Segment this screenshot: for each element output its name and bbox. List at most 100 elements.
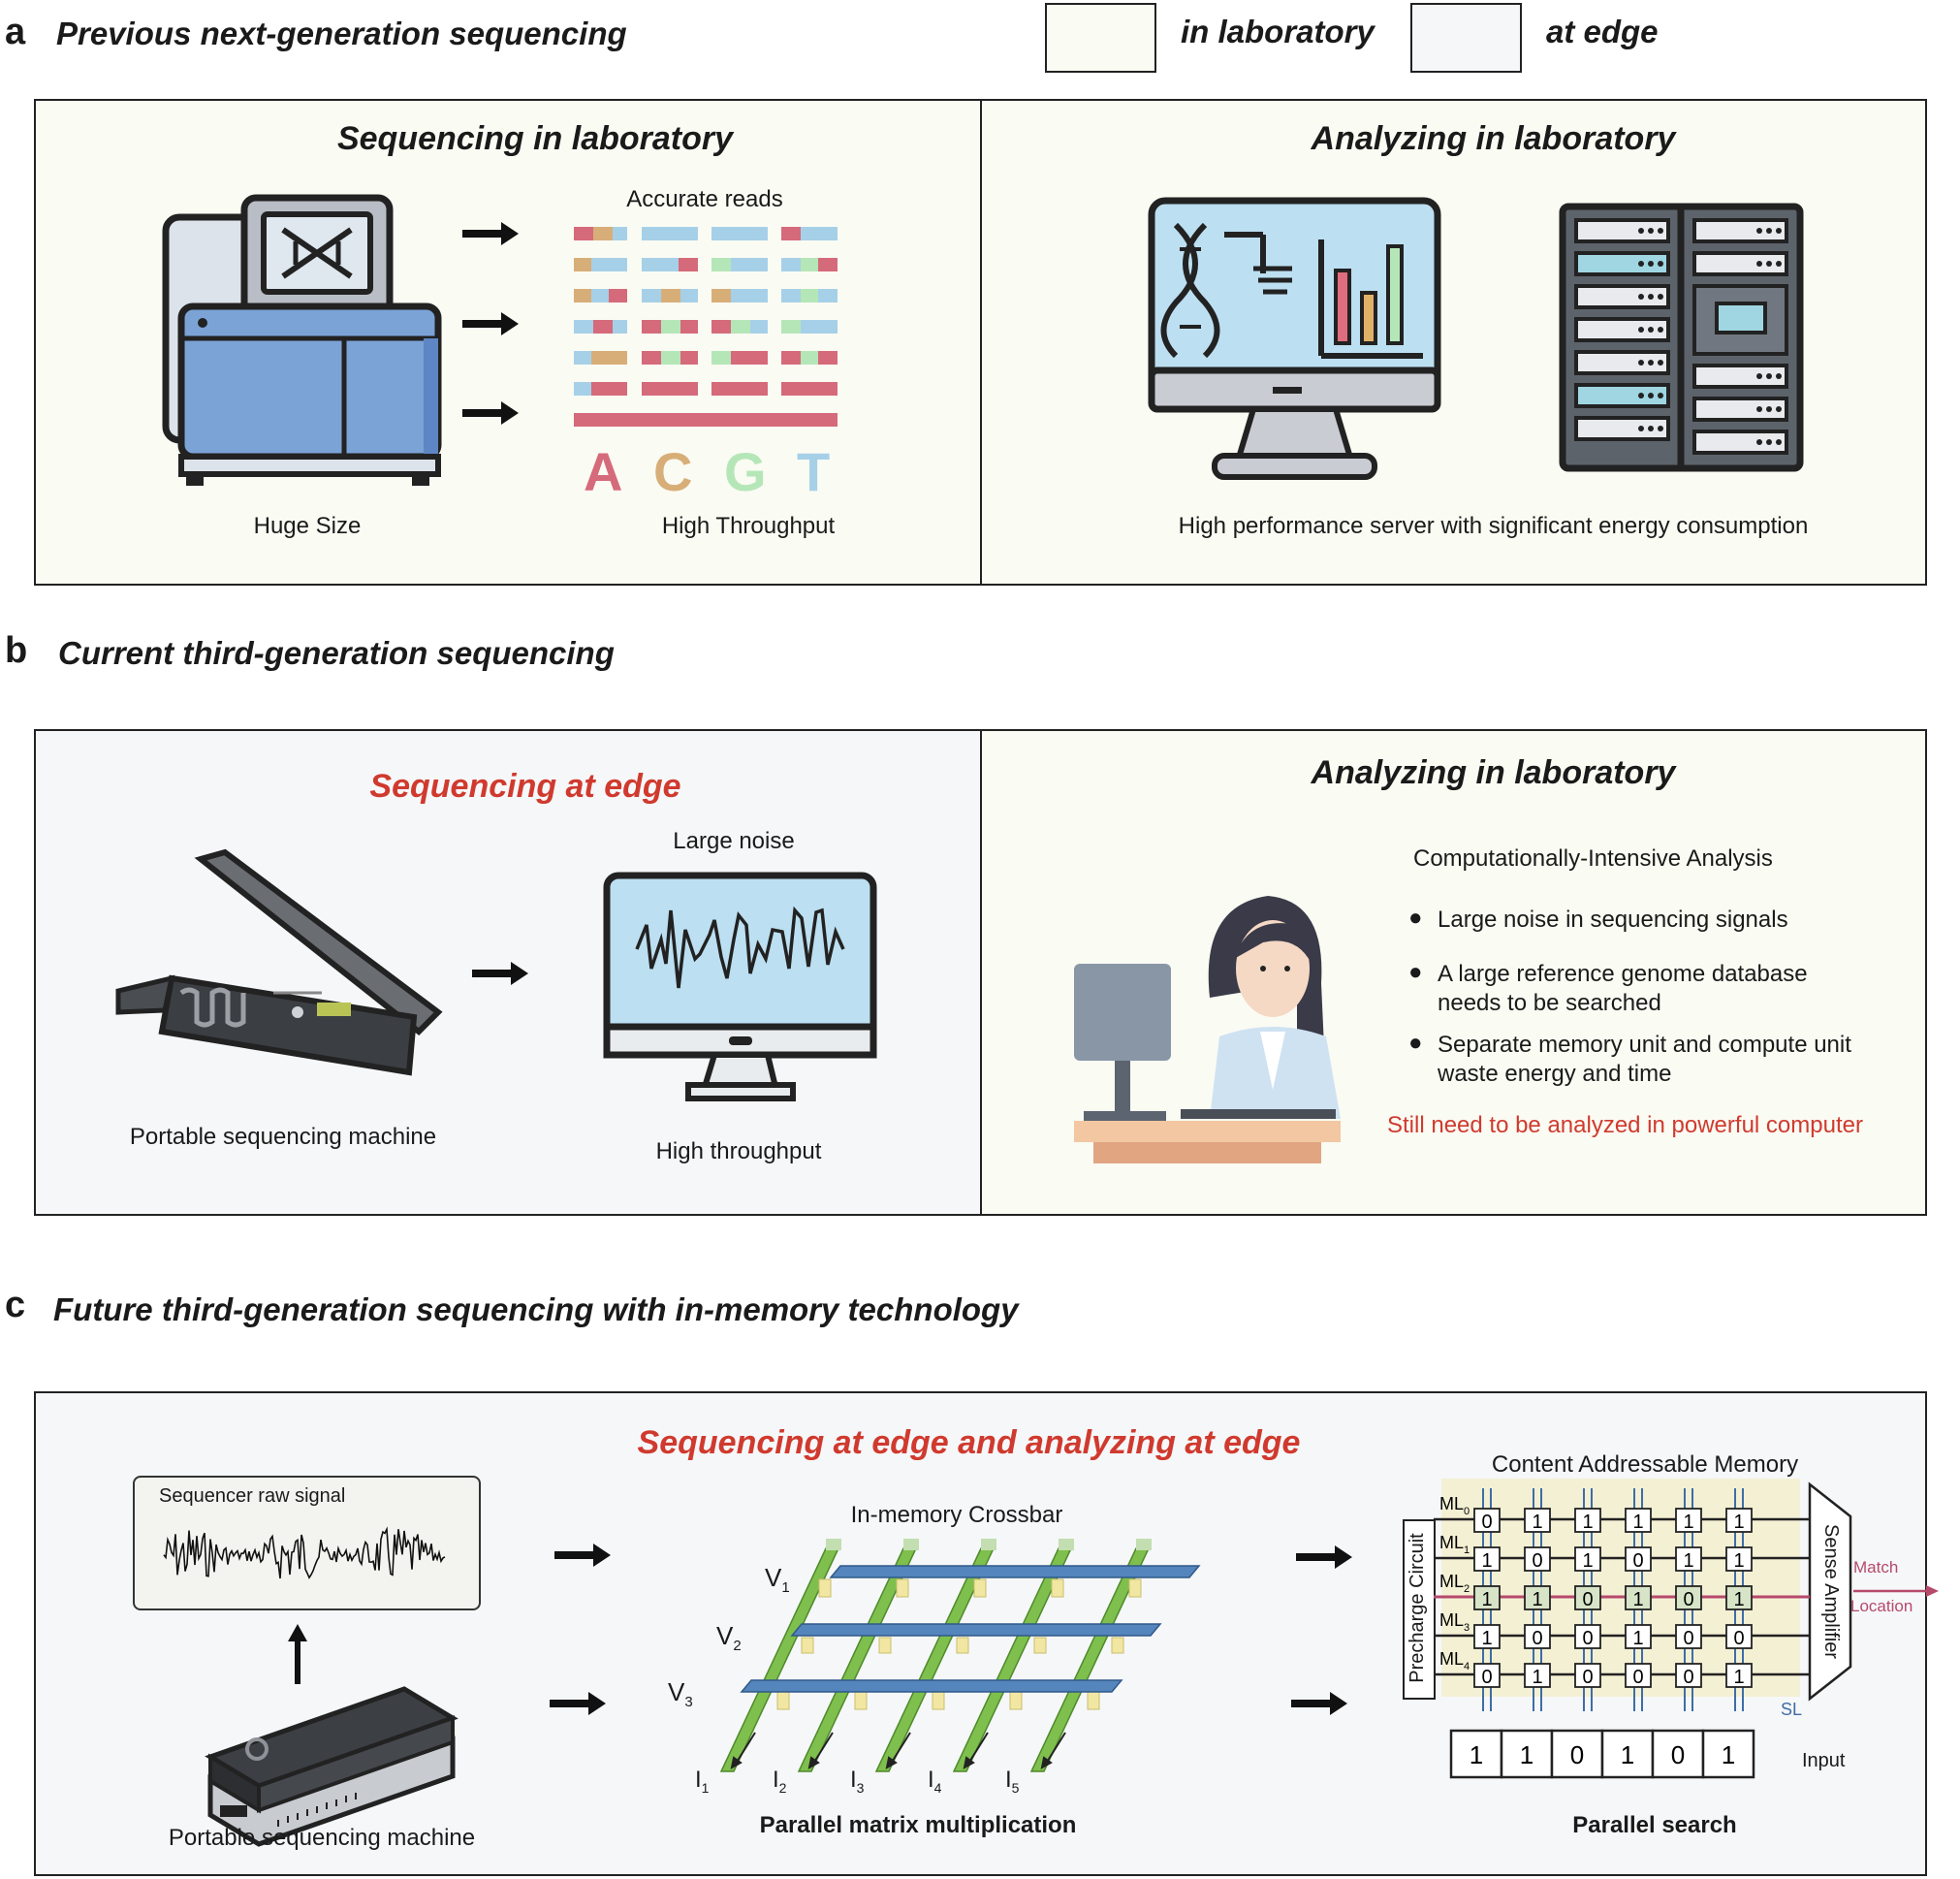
sense-amplifier-label: Sense Amplifier (1819, 1524, 1842, 1659)
bullet-item: ● Large noise in sequencing signals (1408, 905, 1851, 935)
precharge-circuit-label: Precharge Circuit (1406, 1532, 1428, 1683)
input-cell (1651, 1729, 1705, 1779)
current-label-i2: I2 (773, 1767, 787, 1796)
cam-cell (1473, 1663, 1501, 1688)
match-label: Match (1853, 1558, 1899, 1576)
crossbar-caption: Parallel matrix multiplication (759, 1812, 1077, 1838)
cam-cell-value: 1 (1582, 1550, 1593, 1572)
cam-cell-value: 1 (1733, 1550, 1744, 1572)
bullet-dot-icon: ● (1408, 1030, 1423, 1056)
input-cell-value: 1 (1621, 1740, 1634, 1769)
match-line-label: ML4 (1439, 1649, 1470, 1672)
bullet-line: Separate memory unit and compute unit (1438, 1032, 1851, 1058)
arrow-icon (472, 962, 528, 985)
cam-cell (1625, 1624, 1652, 1649)
match-line-label: ML1 (1439, 1533, 1470, 1556)
cam-cell (1524, 1508, 1551, 1533)
cam-cell-value: 1 (1733, 1512, 1744, 1533)
input-cell-value: 0 (1671, 1740, 1685, 1769)
voltage-label-v1: V1 (765, 1563, 790, 1597)
panel-b-left-title: Sequencing at edge (369, 768, 681, 805)
cam-cell (1675, 1624, 1702, 1649)
panel-a-right-box: Analyzing in laboratory (980, 99, 1927, 586)
high-throughput-label: High Throughput (661, 513, 836, 539)
cam-cell-value: 0 (1683, 1589, 1693, 1610)
arrow-icon (554, 1544, 611, 1567)
panel-b-title: Current third-generation sequencing (58, 635, 615, 671)
bullet-item: ● A large reference genome database need… (1408, 959, 1851, 1018)
arrow-icon (1291, 1692, 1347, 1715)
raw-signal-waveform-icon (163, 1526, 446, 1579)
input-cell-value: 0 (1570, 1740, 1584, 1769)
legend-lab-swatch (1045, 3, 1156, 73)
cam-cell-value: 1 (1481, 1628, 1492, 1649)
cam-cell-value: 0 (1582, 1628, 1593, 1649)
panel-a-left-box: Sequencing in laboratory Accurate reads (34, 99, 982, 586)
input-cell-value: 1 (1470, 1740, 1483, 1769)
analysis-note: Still need to be analyzed in powerful co… (1387, 1112, 1863, 1138)
cam-cell-value: 0 (1683, 1667, 1693, 1688)
cam-cell-value: 1 (1733, 1589, 1744, 1610)
cam-cell-value: 1 (1481, 1589, 1492, 1610)
cam-cell-value: 0 (1632, 1550, 1643, 1572)
bullet-list: ● Large noise in sequencing signals ● A … (1408, 905, 1851, 1089)
bullet-dot-icon: ● (1408, 959, 1423, 985)
arrow-icon (1296, 1545, 1352, 1569)
cam-cell-value: 1 (1632, 1512, 1643, 1533)
cam-cell-value: 0 (1532, 1550, 1542, 1572)
cam-cell-value: 0 (1532, 1628, 1542, 1649)
portable-machine-c-label: Portable sequencing machine (168, 1825, 476, 1851)
cam-cell (1625, 1508, 1652, 1533)
high-throughput-b-label: High throughput (655, 1138, 822, 1164)
cam-cell-value: 1 (1532, 1512, 1542, 1533)
current-label-i1: I1 (695, 1767, 710, 1796)
server-caption: High performance server with significant… (1178, 513, 1809, 539)
input-cell (1550, 1729, 1604, 1779)
cam-cell-value: 0 (1582, 1667, 1593, 1688)
cam-cell (1473, 1508, 1501, 1533)
crossbar-title: In-memory Crossbar (850, 1502, 1063, 1528)
match-line-label: ML3 (1439, 1610, 1470, 1634)
input-cell (1449, 1729, 1503, 1779)
panel-c-headline: Sequencing at edge and analyzing at edge (637, 1424, 1301, 1461)
panel-c-letter: c (5, 1285, 26, 1325)
cam-cell (1675, 1508, 1702, 1533)
cam-cell (1574, 1663, 1601, 1688)
panel-b-left-box: Sequencing at edge Large noise Portable … (34, 729, 982, 1216)
analysis-heading: Computationally-Intensive Analysis (1413, 845, 1773, 872)
legend-edge-swatch (1410, 3, 1522, 73)
cam-cell (1574, 1585, 1601, 1610)
cam-cell (1524, 1585, 1551, 1610)
cam-cell-value: 0 (1481, 1512, 1492, 1533)
up-arrow-icon (288, 1624, 307, 1684)
bullet-line: Large noise in sequencing signals (1438, 907, 1788, 933)
raw-signal-box: Sequencer raw signal (133, 1476, 481, 1610)
analyst-at-desk-icon (1074, 896, 1341, 1163)
cam-cell (1574, 1624, 1601, 1649)
cam-cell-value: 1 (1683, 1512, 1693, 1533)
panel-b-right-title: Analyzing in laboratory (1311, 754, 1676, 791)
cam-cell (1625, 1663, 1652, 1688)
current-label-i4: I4 (928, 1767, 942, 1796)
base-a-label: A (584, 441, 623, 502)
portable-machine-label: Portable sequencing machine (129, 1124, 437, 1150)
cam-cell (1725, 1663, 1753, 1688)
panel-c-title: Future third-generation sequencing with … (53, 1291, 1019, 1327)
precharge-circuit (1403, 1519, 1436, 1700)
cam-cell-value: 1 (1733, 1667, 1744, 1688)
panel-a-right-title: Analyzing in laboratory (1311, 120, 1676, 157)
cam-cell (1675, 1585, 1702, 1610)
portable-sequencer-icon (115, 848, 443, 1076)
portable-device-icon (205, 1686, 458, 1847)
cam-cell (1625, 1546, 1652, 1572)
input-cell (1600, 1729, 1655, 1779)
cam-cell (1473, 1624, 1501, 1649)
base-t-label: T (797, 441, 831, 502)
legend-lab-label: in laboratory (1181, 14, 1375, 49)
cam-cell-value: 1 (1532, 1589, 1542, 1610)
cam-cell (1725, 1585, 1753, 1610)
match-line-label: ML2 (1439, 1572, 1470, 1595)
cam-cell (1725, 1546, 1753, 1572)
cam-cell-value: 1 (1683, 1550, 1693, 1572)
